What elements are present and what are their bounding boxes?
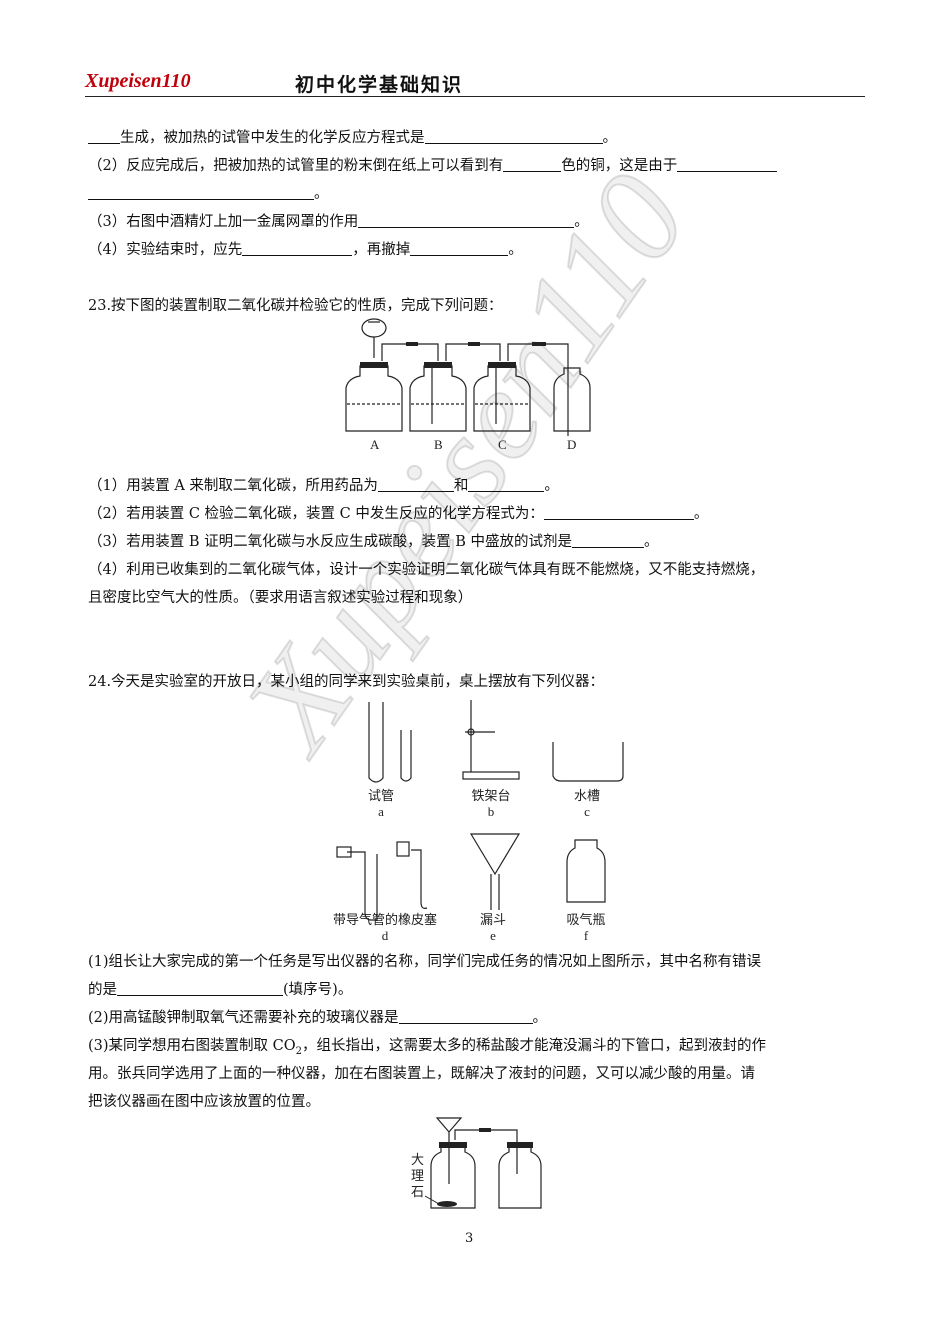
text: （3）若用装置 B 证明二氧化碳与水反应生成碳酸，装置 B 中盛放的试剂是	[88, 534, 572, 550]
text: 。	[314, 186, 329, 202]
text: (3)某同学想用右图装置制取 CO	[88, 1038, 296, 1054]
answer-blank[interactable]	[677, 157, 778, 172]
text: ，再撤掉	[352, 242, 411, 258]
text: 。	[508, 242, 523, 258]
q22-line2: （2）反应完成后，把被加热的试管里的粉末倒在纸上可以看到有 色的铜，这是由于	[88, 156, 778, 176]
q23-title: 23.按下图的装置制取二氧化碳并检验它的性质，完成下列问题：	[88, 298, 503, 314]
text: 。	[643, 534, 659, 550]
item-c-name: 水槽	[574, 789, 600, 804]
apparatus-label-a: A	[370, 437, 380, 452]
apparatus-label-d: D	[567, 437, 576, 452]
item-d-name: 带导气管的橡皮塞	[333, 912, 437, 928]
answer-blank[interactable]	[424, 129, 603, 144]
page-header: Xupeisen110 初中化学基础知识	[85, 66, 865, 97]
instruments-figure: 试管 a 铁架台 b 水槽 c 带导气管的橡皮塞 d 漏斗 e 吸气瓶 f	[333, 700, 624, 943]
text: (填序号)。	[283, 982, 353, 998]
marble-label-3: 石	[411, 1185, 424, 1200]
item-f-name: 吸气瓶	[566, 912, 605, 928]
answer-blank[interactable]	[88, 129, 120, 144]
q22-line3: 。	[88, 184, 329, 204]
apparatus-label-c: C	[498, 437, 507, 452]
q23-p4b: 且密度比空气大的性质。（要求用语言叙述实验过程和现象）	[88, 590, 473, 606]
answer-blank[interactable]	[358, 213, 575, 228]
q22-line1: 生成，被加热的试管中发生的化学反应方程式是 。	[88, 128, 617, 148]
item-a-name: 试管	[368, 789, 394, 804]
text: 。	[532, 1010, 548, 1026]
answer-blank[interactable]	[410, 241, 509, 256]
q24-p3c: 把该仪器画在图中应该放置的位置。	[88, 1094, 320, 1110]
q24-p3a: (3)某同学想用右图装置制取 CO2，组长指出，这需要太多的稀盐酸才能淹没漏斗的…	[88, 1036, 766, 1062]
q24-title: 24.今天是实验室的开放日，某小组的同学来到实验桌前，桌上摆放有下列仪器：	[88, 674, 605, 690]
text: 。	[544, 478, 559, 494]
q22-line4: （3）右图中酒精灯上加一金属网罩的作用 。	[88, 212, 589, 232]
answer-blank[interactable]	[571, 533, 644, 548]
q24-p3b: 用。张兵同学选用了上面的一种仪器，加在右图装置上，既解决了液封的问题，又可以减少…	[88, 1066, 755, 1082]
q24-p2: (2)用高锰酸钾制取氧气还需要补充的玻璃仪器是 。	[88, 1008, 547, 1028]
marble-label-1: 大	[411, 1153, 424, 1168]
item-c-letter: c	[584, 804, 590, 819]
item-a-letter: a	[378, 804, 384, 819]
q24-p1b: 的是 (填序号)。	[88, 980, 352, 1000]
item-f-letter: f	[584, 928, 589, 943]
text: （3）右图中酒精灯上加一金属网罩的作用	[88, 214, 359, 230]
text: 生成，被加热的试管中发生的化学反应方程式是	[120, 130, 425, 146]
q23-p3: （3）若用装置 B 证明二氧化碳与水反应生成碳酸，装置 B 中盛放的试剂是 。	[88, 532, 658, 552]
item-b-letter: b	[488, 804, 495, 819]
answer-blank[interactable]	[398, 1009, 533, 1024]
item-b-name: 铁架台	[471, 789, 510, 804]
co2-apparatus-figure: A B C D	[345, 318, 591, 452]
text: 。	[602, 130, 618, 146]
answer-blank[interactable]	[377, 477, 454, 492]
answer-blank[interactable]	[468, 477, 545, 492]
q23-p4: （4）利用已收集到的二氧化碳气体，设计一个实验证明二氧化碳气体具有既不能燃烧，又…	[88, 562, 765, 578]
text: (2)用高锰酸钾制取氧气还需要补充的玻璃仪器是	[88, 1010, 399, 1026]
answer-blank[interactable]	[543, 505, 694, 520]
text: （1）用装置 A 来制取二氧化碳，所用药品为	[88, 478, 378, 494]
text: 和	[453, 478, 469, 494]
q23-p1: （1）用装置 A 来制取二氧化碳，所用药品为 和 。	[88, 476, 559, 496]
item-e-letter: e	[490, 928, 496, 943]
item-d-letter: d	[382, 928, 389, 943]
apparatus-label-b: B	[434, 437, 443, 452]
text: 色的铜，这是由于	[561, 158, 678, 174]
answer-blank[interactable]	[88, 185, 314, 200]
answer-blank[interactable]	[503, 157, 562, 172]
text: 。	[574, 214, 589, 230]
page-number: 3	[465, 1231, 474, 1246]
q22-line5: （4）实验结束时，应先 ，再撤掉 。	[88, 240, 523, 260]
brand-logo: Xupeisen110	[85, 70, 191, 92]
q24-p1a: (1)组长让大家完成的第一个任务是写出仪器的名称，同学们完成任务的情况如上图所示…	[88, 954, 762, 970]
marble-apparatus-figure: 大 理 石	[411, 1117, 542, 1209]
text: （2）反应完成后，把被加热的试管里的粉末倒在纸上可以看到有	[88, 158, 504, 174]
answer-blank[interactable]	[117, 981, 283, 996]
document-title: 初中化学基础知识	[295, 74, 464, 96]
marble-label-2: 理	[411, 1169, 424, 1184]
subscript: 2	[295, 1045, 303, 1057]
text: ，组长指出，这需要太多的稀盐酸才能淹没漏斗的下管口，起到液封的作	[302, 1038, 767, 1054]
item-e-name: 漏斗	[480, 912, 506, 928]
text: 。	[693, 506, 709, 522]
text: （2）若用装置 C 检验二氧化碳，装置 C 中发生反应的化学方程式为：	[88, 506, 544, 522]
text: 的是	[88, 982, 117, 998]
q23-p2: （2）若用装置 C 检验二氧化碳，装置 C 中发生反应的化学方程式为： 。	[88, 504, 708, 524]
answer-blank[interactable]	[242, 241, 353, 256]
text: （4）实验结束时，应先	[88, 242, 243, 258]
